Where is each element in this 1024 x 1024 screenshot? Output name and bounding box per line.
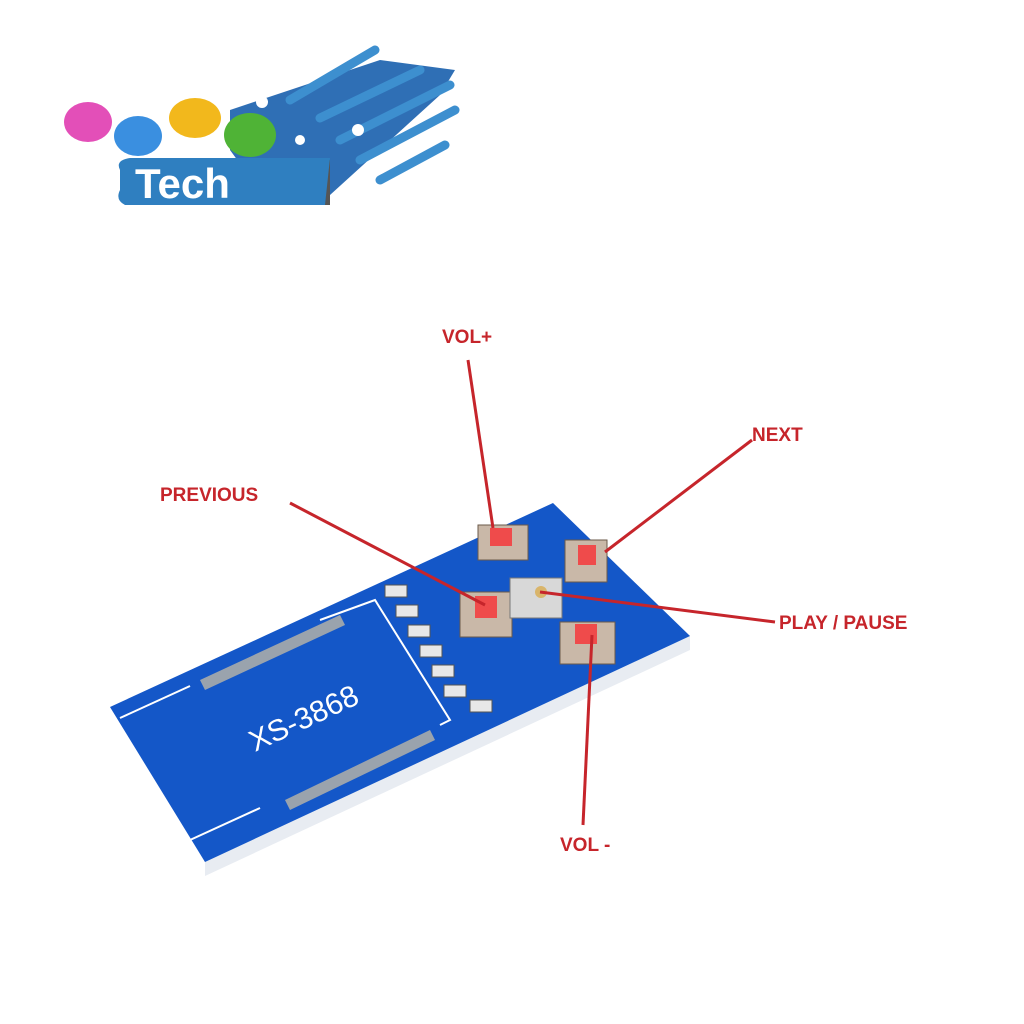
- label-previous: PREVIOUS: [160, 485, 258, 506]
- label-vol-up: VOL+: [442, 327, 492, 348]
- button-previous[interactable]: [459, 591, 513, 638]
- label-vol-down: VOL -: [560, 835, 610, 856]
- button-vol-down[interactable]: [559, 621, 616, 665]
- label-next: NEXT: [752, 425, 803, 446]
- logo: Tech: [64, 45, 460, 207]
- button-vol-up[interactable]: [477, 524, 529, 561]
- button-play-pause[interactable]: [509, 577, 563, 619]
- leader-lines: [289, 359, 776, 826]
- button-next[interactable]: [564, 539, 608, 583]
- label-play-pause: PLAY / PAUSE: [779, 613, 907, 634]
- logo-text-tech: Tech: [135, 160, 230, 207]
